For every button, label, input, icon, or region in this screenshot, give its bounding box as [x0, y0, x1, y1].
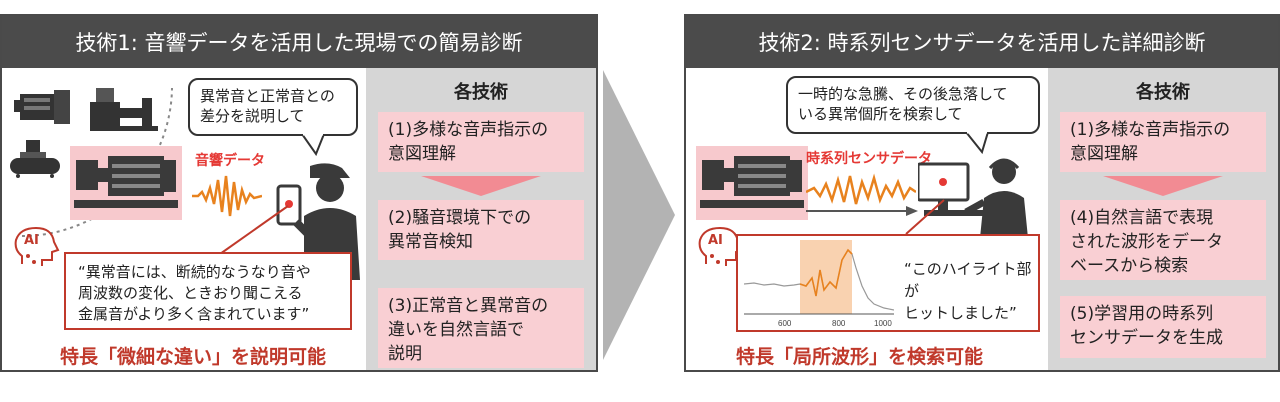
tick-label-1000: 1000: [874, 319, 892, 328]
result-quote: “このハイライト部が ヒットしました”: [904, 258, 1038, 324]
panel-technique-2: 技術2: 時系列センサデータを活用した詳細診断 時系列センサデータ 一時的な急騰…: [684, 14, 1280, 372]
data-flow-arrow-icon: [806, 206, 918, 216]
technique-item-1-line-2: 意図理解: [1070, 144, 1138, 164]
request-speech-bubble: 一時的な急騰、その後急落して いる異常個所を検索して: [786, 76, 1040, 134]
highlight-region: [800, 240, 852, 314]
quote-line-1: “異常音には、断続的なうなり音や: [78, 263, 311, 281]
ai-label: AI: [24, 233, 39, 248]
panel-technique-1: 技術1: 音響データを活用した現場での簡易診断: [0, 14, 598, 372]
technique-item-1: (1)多様な音声指示の 意図理解: [1060, 112, 1266, 172]
technique-item-3-line-1: (3)正常音と異常音の: [388, 296, 549, 316]
pump-icon: [90, 88, 158, 131]
technique-item-1-line-1: (1)多様な音声指示の: [388, 120, 549, 140]
machine-icon: [70, 146, 182, 220]
quote-connector-line: [219, 205, 289, 255]
sensor-data-label: 時系列センサデータ: [806, 151, 932, 167]
technique-item-1: (1)多様な音声指示の 意図理解: [378, 112, 584, 172]
request-speech-bubble: 異常音と正常音との 差分を説明して: [188, 78, 358, 136]
technique-item-5-line-1: (5)学習用の時系列: [1070, 304, 1214, 324]
explanation-quote-box: “異常音には、断続的なうなり音や 周波数の変化、ときおり聞こえる 金属音がより多…: [64, 252, 352, 330]
bubble-line-2: いる異常個所を検索して: [798, 105, 963, 123]
technique-item-1-line-2: 意図理解: [388, 144, 456, 164]
operator-at-computer-icon: [918, 158, 1028, 238]
motor-icon: [14, 90, 70, 124]
technique-item-4-line-2: された波形をデータ: [1070, 232, 1223, 252]
technique-item-3: (3)正常音と異常音の 違いを自然言語で 説明: [378, 288, 584, 368]
result-quote-line-1: “このハイライト部が: [904, 260, 1032, 300]
technique-item-1-line-1: (1)多様な音声指示の: [1070, 120, 1231, 140]
tick-label-600: 600: [778, 319, 792, 328]
quote-line-3: 金属音がより多く含まれています”: [78, 305, 310, 323]
down-arrow-icon: [421, 176, 541, 196]
result-connector-line: [905, 199, 945, 235]
machine-icon: [696, 146, 808, 220]
tick-label-800: 800: [832, 319, 846, 328]
feature-caption: 特長「微細な違い」を説明可能: [60, 346, 327, 368]
ai-head-icon: [14, 226, 60, 266]
technique-item-5: (5)学習用の時系列 センサデータを生成: [1060, 296, 1266, 358]
technique-column-title: 各技術: [454, 82, 508, 103]
technique-item-2-line-2: 異常音検知: [388, 232, 473, 252]
quote-line-2: 周波数の変化、ときおり聞こえる: [78, 284, 303, 302]
bubble-line-1: 一時的な急騰、その後急落して: [798, 85, 1008, 103]
technique-item-3-line-2: 違いを自然言語で: [388, 320, 524, 340]
highlighted-waveform: [799, 248, 853, 297]
transition-arrow-icon: [603, 70, 675, 360]
panel-2-illustration: 時系列センサデータ 一時的な急騰、その後急落して いる異常個所を検索して: [686, 68, 1050, 370]
compressor-icon: [10, 140, 60, 178]
feature-caption: 特長「局所波形」を検索可能: [736, 346, 984, 368]
technique-item-2-line-1: (2)騒音環境下での: [388, 208, 532, 228]
waveform-thumbnail: 600 800 1000: [744, 240, 894, 328]
sensor-wave-icon: [806, 173, 916, 205]
technique-item-3-line-3: 説明: [388, 344, 422, 364]
panel-1-technique-column: 各技術 (1)多様な音声指示の 意図理解 (2)騒音環境下での 異常音検知 (3…: [366, 68, 596, 370]
technique-item-4-line-3: ベースから検索: [1070, 256, 1189, 276]
bubble-line-2: 差分を説明して: [200, 107, 305, 125]
bubble-line-1: 異常音と正常音との: [200, 87, 335, 105]
bubble-tail: [966, 132, 990, 154]
technique-item-4-line-1: (4)自然言語で表現: [1070, 208, 1214, 228]
down-arrow-icon: [1103, 176, 1223, 196]
panel-1-header: 技術1: 音響データを活用した現場での簡易診断: [2, 16, 596, 68]
technique-item-2: (2)騒音環境下での 異常音検知: [378, 200, 584, 260]
technique-item-5-line-2: センサデータを生成: [1070, 328, 1223, 348]
panel-2-technique-column: 各技術 (1)多様な音声指示の 意図理解 (4)自然言語で表現 された波形をデー…: [1048, 68, 1278, 370]
technique-column-title: 各技術: [1136, 82, 1190, 103]
technique-item-4: (4)自然言語で表現 された波形をデータ ベースから検索: [1060, 200, 1266, 280]
panel-1-illustration: AI 音響データ 異常音と正常音との 差分を説明して: [2, 68, 366, 370]
sound-wave-icon: [192, 175, 262, 217]
ai-label: AI: [708, 233, 723, 248]
bubble-tail: [302, 134, 326, 156]
acoustic-data-label: 音響データ: [195, 153, 265, 169]
search-result-box: 600 800 1000 “このハイライト部が ヒットしました”: [736, 234, 1040, 332]
result-quote-line-2: ヒットしました”: [904, 304, 1017, 322]
panel-2-header: 技術2: 時系列センサデータを活用した詳細診断: [686, 16, 1278, 68]
